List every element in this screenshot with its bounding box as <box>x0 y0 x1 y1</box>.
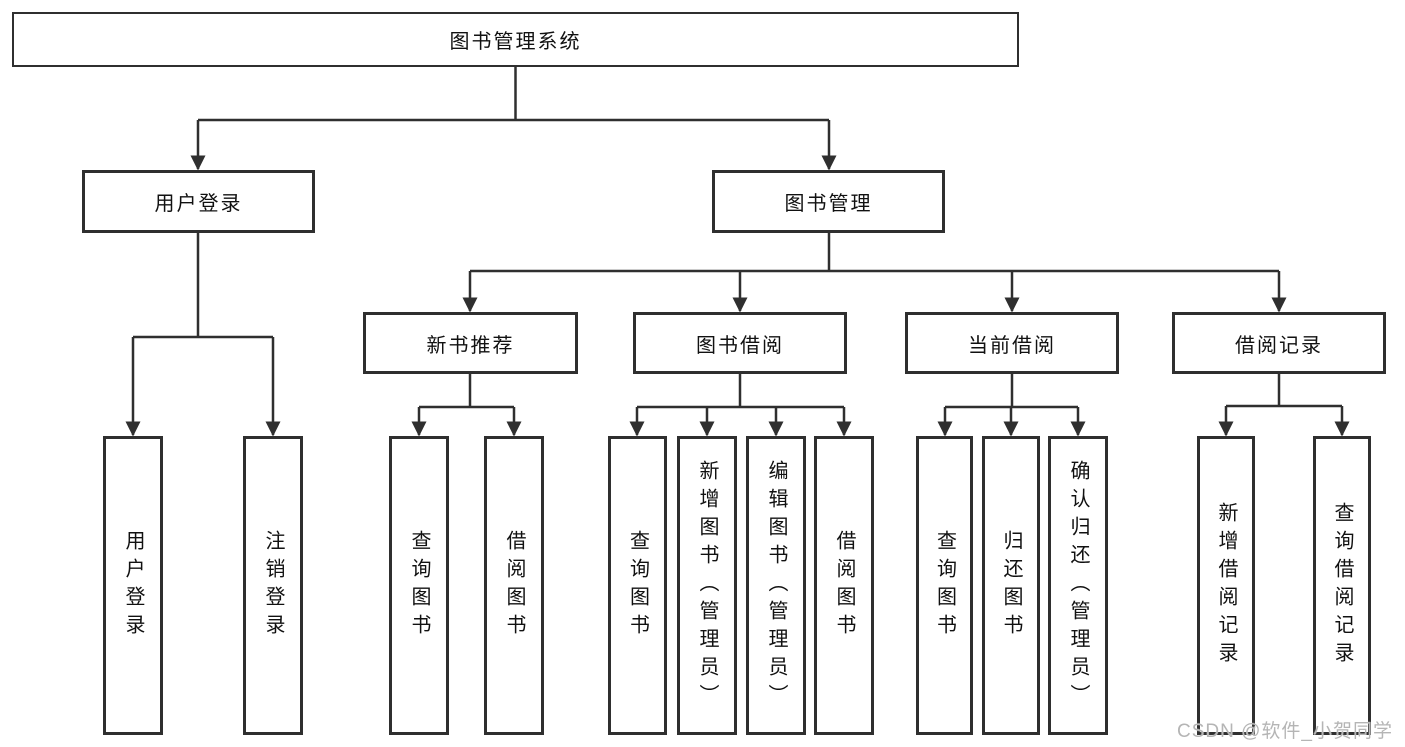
node-user-login-branch: 用户登录 <box>82 170 315 233</box>
node-borrowing-records: 借阅记录 <box>1172 312 1386 374</box>
node-book-borrowing: 图书借阅 <box>633 312 847 374</box>
leaf-return-books-label: 归还图书 <box>1000 529 1022 642</box>
node-current-borrowing: 当前借阅 <box>905 312 1119 374</box>
node-book-management: 图书管理 <box>712 170 945 233</box>
leaf-user-login-label: 用户登录 <box>122 529 144 642</box>
node-new-book-recommend: 新书推荐 <box>363 312 578 374</box>
leaf-user-login: 用户登录 <box>103 436 163 735</box>
leaf-logout: 注销登录 <box>243 436 303 735</box>
node-library-system: 图书管理系统 <box>12 12 1019 67</box>
leaf-borrow-books-borrowing-label: 借阅图书 <box>833 529 855 642</box>
leaf-add-books-admin-label: 新增图书（管理员） <box>696 459 718 712</box>
leaf-query-borrow-record: 查询借阅记录 <box>1313 436 1371 735</box>
watermark-text: CSDN @软件_小贺同学 <box>1177 721 1393 742</box>
leaf-add-books-admin: 新增图书（管理员） <box>677 436 737 735</box>
leaf-borrow-books-recommend: 借阅图书 <box>484 436 544 735</box>
leaf-query-books-current-label: 查询图书 <box>933 529 956 642</box>
leaf-add-borrow-record: 新增借阅记录 <box>1197 436 1255 735</box>
leaf-query-borrow-record-label: 查询借阅记录 <box>1331 501 1353 670</box>
leaf-add-borrow-record-label: 新增借阅记录 <box>1215 501 1237 670</box>
leaf-confirm-return-admin: 确认归还（管理员） <box>1048 436 1108 735</box>
leaf-edit-books-admin: 编辑图书（管理员） <box>746 436 806 735</box>
leaf-query-books-borrowing-label: 查询图书 <box>626 529 649 642</box>
leaf-query-books-current: 查询图书 <box>916 436 973 735</box>
leaf-query-books-borrowing: 查询图书 <box>608 436 667 735</box>
leaf-borrow-books-recommend-label: 借阅图书 <box>503 529 525 642</box>
leaf-return-books: 归还图书 <box>982 436 1040 735</box>
leaf-query-books-recommend: 查询图书 <box>389 436 449 735</box>
leaf-borrow-books-borrowing: 借阅图书 <box>814 436 874 735</box>
leaf-edit-books-admin-label: 编辑图书（管理员） <box>765 459 787 712</box>
leaf-logout-label: 注销登录 <box>262 529 284 642</box>
leaf-query-books-recommend-label: 查询图书 <box>408 529 430 642</box>
leaf-confirm-return-admin-label: 确认归还（管理员） <box>1067 459 1089 712</box>
